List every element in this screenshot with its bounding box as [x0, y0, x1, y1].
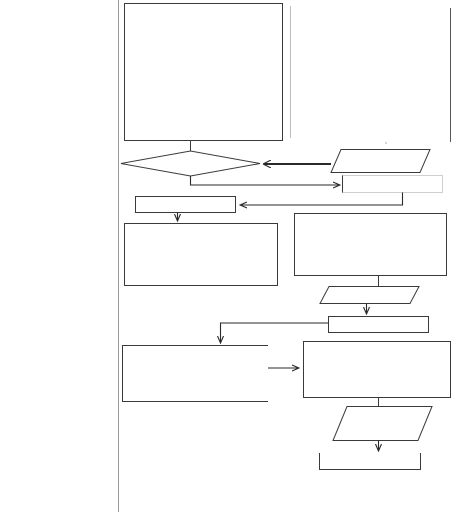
right-process-box-top [342, 175, 443, 193]
small-mark [385, 142, 387, 144]
arrow-right-box-to-small-box [240, 192, 404, 206]
arrow-decision-to-right-box [189, 176, 341, 185]
decision-diamond [120, 150, 261, 177]
right-process-box-mid [294, 213, 447, 276]
lower-right-process-box [303, 341, 451, 398]
right-small-box [328, 316, 429, 333]
io-parallelogram-mid [319, 286, 420, 304]
output-parallelogram-bottom [332, 406, 433, 441]
arrow-right-small-box-to-lower-left [221, 322, 329, 343]
start-process-box [124, 3, 283, 141]
left-process-box-mid [124, 223, 278, 286]
input-parallelogram-top [330, 149, 431, 173]
end-terminal-shape [319, 453, 421, 470]
lower-left-process-box [122, 345, 268, 402]
small-process-box [135, 196, 236, 213]
